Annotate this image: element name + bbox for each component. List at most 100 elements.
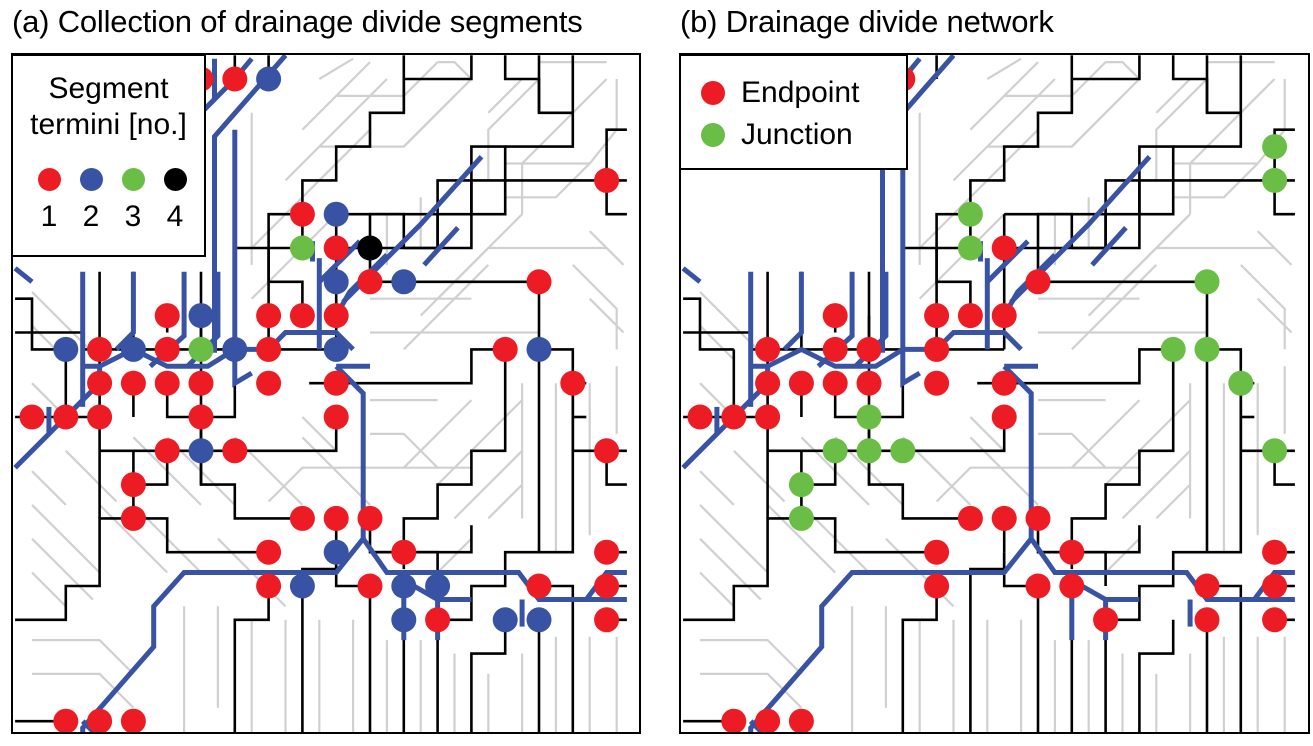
flow-line [700,638,803,675]
terminus-point-1 [222,438,248,464]
flow-line [1256,297,1293,334]
endpoint-point [1025,269,1051,295]
terminus-point-2 [188,303,214,329]
terminus-point-2 [323,269,349,295]
divide-line [301,55,473,215]
flow-line [31,504,101,574]
legend-network: Endpoint Junction [679,54,908,170]
flow-line [487,483,523,520]
panel-a-title: (a) Collection of drainage divide segmen… [12,4,583,39]
endpoint-point [1059,539,1085,565]
terminus-point-1 [256,336,282,362]
endpoint-point [755,708,781,733]
legend-swatch-4 [164,168,187,191]
flow-line [437,60,473,80]
terminus-point-2 [289,573,315,599]
terminus-point-4 [357,235,383,261]
legend-title-line1: Segment [48,72,169,105]
divide-line [683,297,734,351]
divide-line [1207,383,1243,554]
terminus-point-1 [560,370,586,396]
divide-line [470,619,507,733]
flow-line [969,416,1005,452]
endpoint-point [991,505,1017,531]
flow-line [453,450,523,520]
terminus-point-1 [120,472,146,498]
junction-point [788,505,814,531]
flow-line [250,128,371,249]
divide-line [309,348,506,385]
legend-label-junction: Junction [741,118,853,151]
flow-line [32,672,135,709]
flow-line [1155,78,1208,181]
divide-line [1036,248,1207,284]
endpoint-point [755,370,781,396]
valley-line [1252,570,1295,602]
terminus-point-1 [323,303,349,329]
flow-line [1240,78,1276,114]
valley-line [422,226,460,267]
terminus-point-1 [425,607,451,633]
endpoint-point [822,336,848,362]
endpoint-point [1025,505,1051,531]
flow-line [301,416,337,452]
flow-line [588,297,625,334]
terminus-point-1 [87,370,113,396]
divide-line [901,586,938,733]
terminus-point-1 [256,573,282,599]
divide-line [1207,584,1243,733]
junction-point [957,201,983,227]
flow-line [487,78,523,114]
terminus-point-1 [256,539,282,565]
flow-line [318,57,354,80]
terminus-point-2 [323,539,349,565]
terminus-point-2 [53,336,79,362]
flow-line [403,78,473,148]
flow-line [969,436,1039,506]
junction-point [822,438,848,464]
legend-label-1: 1 [40,200,58,233]
flow-line [918,128,1039,249]
valley-line [1029,537,1295,602]
flow-line [403,264,490,351]
endpoint-point [822,303,848,329]
terminus-point-1 [357,505,383,531]
map-frame [679,53,1310,734]
flow-line [1173,162,1259,199]
terminus-point-1 [188,404,214,430]
terminus-point-1 [53,404,79,430]
divide-line [867,450,971,520]
valley-line [584,570,627,602]
divide-line [539,584,575,733]
endpoint-point [721,404,747,430]
endpoint-point [991,303,1017,329]
legend-segment-termini: Segment termini [no.] 1 2 3 4 [11,54,206,257]
terminus-point-1 [357,269,383,295]
terminus-point-2 [222,336,248,362]
flow-line [1105,60,1141,80]
terminus-point-3 [289,235,315,261]
flow-line [436,537,473,574]
terminus-point-1 [289,505,315,531]
flow-line [572,264,618,350]
flow-line [487,78,540,181]
flow-line [699,537,762,601]
terminus-point-1 [256,370,282,396]
endpoint-point [1093,607,1119,633]
endpoint-point [687,404,713,430]
terminus-point-1 [87,708,113,733]
endpoint-point [856,336,882,362]
valley-line [748,364,1034,733]
terminus-point-1 [594,167,620,193]
flow-line [32,638,135,675]
terminus-point-2 [323,201,349,227]
terminus-point-3 [188,336,214,362]
flow-line [699,571,735,608]
panel-b-title: (b) Drainage divide network [680,4,1054,39]
terminus-point-1 [323,370,349,396]
divide-line [1138,619,1175,733]
terminus-point-1 [526,573,552,599]
flow-line [403,399,473,469]
valley-line [80,364,366,733]
flow-line [1071,78,1141,148]
